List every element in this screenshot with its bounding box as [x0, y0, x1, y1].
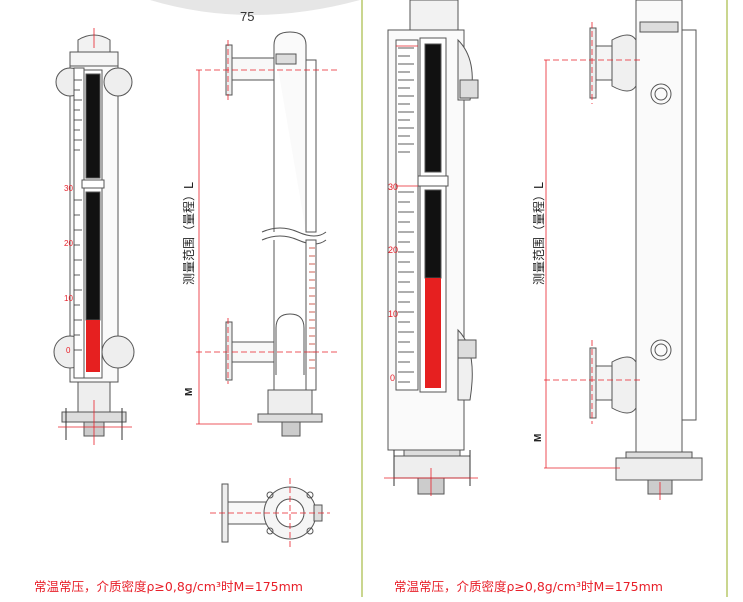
- right-scale-tick-30: 30: [388, 182, 399, 192]
- indicator-lower-red: [86, 320, 100, 372]
- right-indicator-lower-red: [425, 278, 441, 388]
- right-red-marks: [384, 45, 478, 496]
- right-scale-ticks: [398, 47, 414, 383]
- left-float-chain: [309, 247, 315, 369]
- right-scale-tick-20: 20: [388, 245, 399, 255]
- right-dimension-lines: [544, 22, 661, 500]
- right-caption: 常温常压，介质密度ρ≥0,8g/cm³时M=175mm: [394, 579, 663, 594]
- left-top-view-centerlines: [210, 478, 330, 548]
- left-scale-tick-30: 30: [64, 184, 73, 193]
- right-scale-tick-10: 10: [388, 309, 399, 319]
- left-scale-ticks: [74, 79, 82, 351]
- right-gauge-side-view: [589, 0, 703, 495]
- right-gauge-front-view: [387, 0, 479, 495]
- left-gauge-side-view: [225, 31, 327, 437]
- right-m-label: M: [533, 433, 544, 442]
- indicator-lower-dark: [85, 191, 101, 321]
- right-scale-tick-0: 0: [390, 373, 396, 383]
- left-scale-tick-0: 0: [66, 346, 71, 355]
- indicator-upper-dark: [85, 73, 101, 179]
- left-dimension-lines: [196, 40, 340, 425]
- left-centerlines: [58, 28, 132, 445]
- left-scale-tick-10: 10: [64, 294, 73, 303]
- top-arc-decoration: [150, 0, 360, 15]
- left-range-label: 测量范围（量程）L: [182, 182, 196, 285]
- right-range-label: 测量范围（量程）L: [532, 182, 546, 285]
- left-m-label: M: [184, 387, 195, 396]
- right-indicator-upper-dark: [424, 43, 442, 173]
- left-scale-tick-20: 20: [64, 239, 73, 248]
- page-number: 75: [240, 9, 255, 24]
- left-gauge-front-view: [53, 34, 135, 440]
- right-indicator-lower-dark: [424, 189, 442, 279]
- left-caption: 常温常压，介质密度ρ≥0,8g/cm³时M=175mm: [34, 579, 303, 594]
